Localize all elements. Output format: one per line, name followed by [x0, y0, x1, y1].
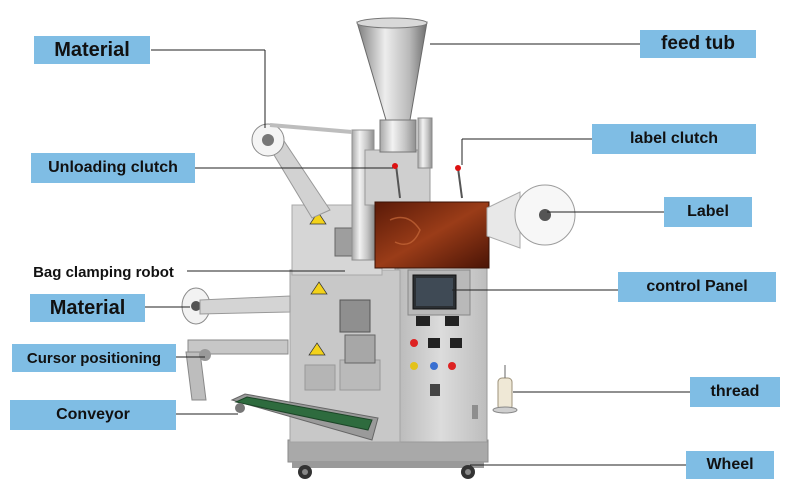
label-conveyor: Conveyor [10, 400, 176, 430]
label-cursor-positioning: Cursor positioning [12, 344, 176, 372]
control-panel [407, 269, 471, 396]
thread-spool [492, 365, 518, 414]
label-material-top: Material [34, 36, 150, 64]
label-roll [486, 184, 576, 249]
label-label: Label [664, 197, 752, 227]
conveyor-belt [230, 393, 379, 441]
label-control-panel: control Panel [618, 272, 776, 302]
clutch-knobs [392, 163, 463, 199]
material-roll-top [251, 123, 353, 219]
wheel-icon [298, 465, 475, 479]
label-unloading-clutch: Unloading clutch [31, 153, 195, 183]
label-label-clutch: label clutch [592, 124, 756, 154]
label-feed-tub: feed tub [640, 30, 756, 58]
feed-tub-hopper [356, 17, 428, 153]
label-thread: thread [690, 377, 780, 407]
label-bag-clamping-robot: Bag clamping robot [33, 263, 174, 281]
label-cover [374, 201, 490, 269]
cursor-positioning-arm [185, 339, 289, 401]
label-material-mid: Material [30, 294, 145, 322]
label-wheel: Wheel [686, 451, 774, 479]
material-roll-mid [181, 287, 291, 325]
